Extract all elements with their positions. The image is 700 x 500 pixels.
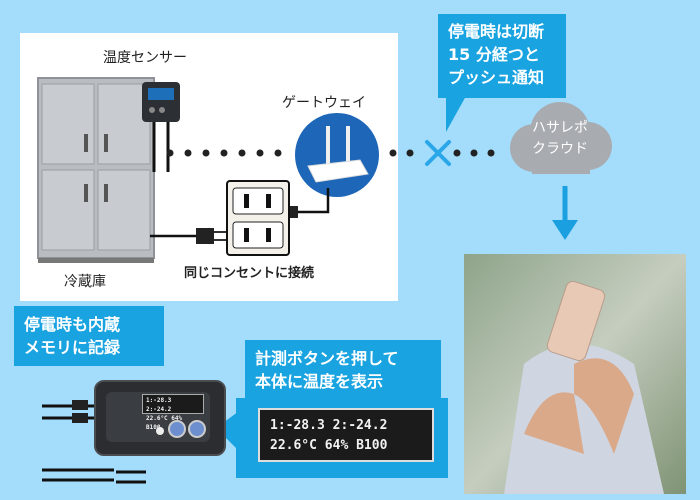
fridge-label: 冷蔵庫 (64, 274, 106, 290)
dotted-link-gateway-cloud (389, 149, 495, 157)
large-lcd-line1: 1:-28.3 2:-24.2 (270, 418, 388, 433)
probe-tips (116, 470, 146, 484)
outage-callout-line1: 停電時は切断 (448, 22, 545, 41)
outage-callout-line2: 15 分経つと (448, 45, 540, 64)
arrow-down-icon (552, 186, 578, 240)
wall-outlet-illustration (226, 180, 290, 256)
cloud-label-line1: ハサレポ (532, 120, 588, 136)
memory-callout-line2: メモリに記録 (24, 338, 121, 357)
disconnect-cross-icon (425, 140, 451, 166)
outage-callout-line3: プッシュ通知 (448, 68, 545, 87)
led-indicator (156, 427, 164, 435)
large-lcd-display: 1:-28.3 2:-24.2 22.6°C 64% B100 (258, 408, 434, 462)
display-callout-line1: 計測ボタンを押して (255, 349, 399, 368)
memory-callout-line1: 停電時も内蔵 (24, 315, 121, 334)
refrigerator-illustration (37, 77, 155, 263)
cloud-shape (510, 102, 612, 174)
display-callout-line2: 本体に温度を表示 (255, 372, 384, 391)
display-temperature-callout: 計測ボタンを押して 本体に温度を表示 (245, 340, 441, 400)
memory-record-callout: 停電時も内蔵 メモリに記録 (14, 306, 164, 366)
dotted-link-sensor-gateway (166, 149, 282, 157)
small-lcd-line1: 1:-28.3 2:-24.2 (146, 397, 172, 413)
gateway-label: ゲートウェイ (282, 95, 366, 111)
large-lcd-line2: 22.6°C 64% B100 (270, 438, 388, 453)
small-lcd-display: 1:-28.3 2:-24.2 22.6°C 64% B100 (142, 394, 204, 431)
fridge-plug-cable (150, 228, 226, 244)
outlet-label: 同じコンセントに接続 (184, 266, 315, 281)
sensor-label: 温度センサー (103, 50, 187, 66)
gateway-router-illustration (295, 113, 379, 197)
temperature-sensor-illustration (142, 82, 180, 172)
cloud-label-line2: クラウド (532, 141, 588, 157)
measure-button-right[interactable] (188, 420, 206, 438)
gateway-cable (286, 188, 330, 218)
outage-notification-callout: 停電時は切断 15 分経つと プッシュ通知 (438, 14, 566, 98)
small-lcd-line2: 22.6°C 64% B100 (146, 415, 183, 431)
outage-callout-pointer (446, 96, 466, 132)
measure-button-left[interactable] (168, 420, 186, 438)
smartphone-user-photo (464, 254, 686, 494)
cloud-label: ハサレポ クラウド (524, 118, 596, 160)
